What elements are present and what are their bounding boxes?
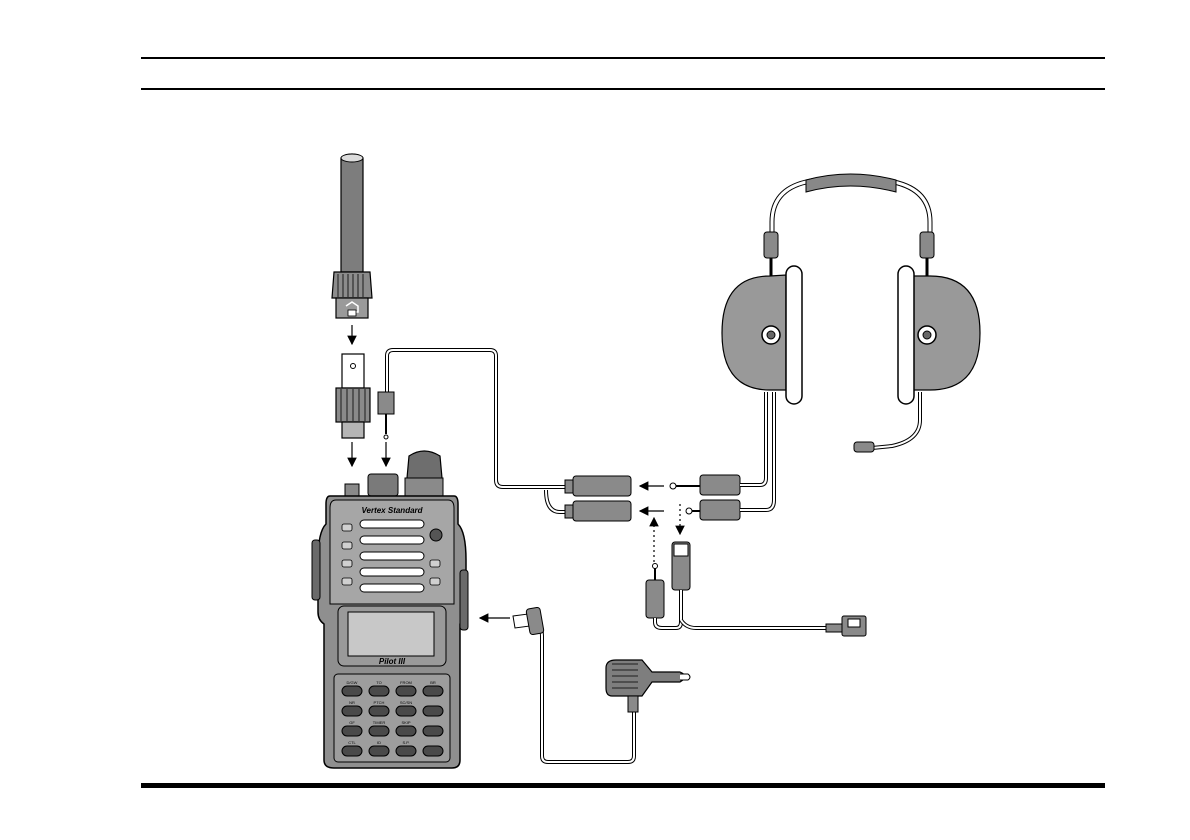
bnc-adapter [336,354,370,438]
radio-transceiver: Vertex Standard Pilot III D/GW TO FROM BR NR… [312,451,468,768]
keypad-key-label: SKIP [401,720,410,725]
keypad-key-label: D/GW [347,680,358,685]
keypad-key [423,746,443,756]
keypad-key-label: ID [377,740,381,745]
radio-audio-plug [378,350,565,487]
keypad-key-label: NR [349,700,355,705]
keypad-key [396,726,416,736]
keypad-key [396,746,416,756]
keypad-key-label: GF [349,720,355,725]
keypad-key [342,706,362,716]
keypad-key-label: S.P. [402,740,409,745]
keypad-key-label: TO [376,680,381,685]
keypad-key-label: FROM [400,680,412,685]
radio-model-label: Pilot III [379,657,406,666]
keypad-key [396,706,416,716]
keypad-key [369,726,389,736]
keypad-key-label: BR [430,680,436,685]
keypad-key [423,686,443,696]
keypad-key [369,746,389,756]
ptt-adapter [646,542,866,636]
keypad-key [369,706,389,716]
keypad-key-label: PTCH [374,700,385,705]
aviation-headset [722,174,980,452]
keypad-key [423,726,443,736]
cigarette-lighter-plug [606,660,690,712]
antenna [332,154,372,318]
keypad-key [342,746,362,756]
keypad-key [369,686,389,696]
keypad-key [396,686,416,696]
keypad-key-label: CTL [348,740,356,745]
keypad-key-label: TIMER [373,720,386,725]
headset-plugs [670,392,774,520]
keypad-key [423,706,443,716]
keypad-key [342,686,362,696]
radio-brand-label: Vertex Standard [361,506,423,515]
dual-jack-cable [546,476,631,521]
keypad-key-label: SC/SN [400,700,412,705]
keypad-key [342,726,362,736]
